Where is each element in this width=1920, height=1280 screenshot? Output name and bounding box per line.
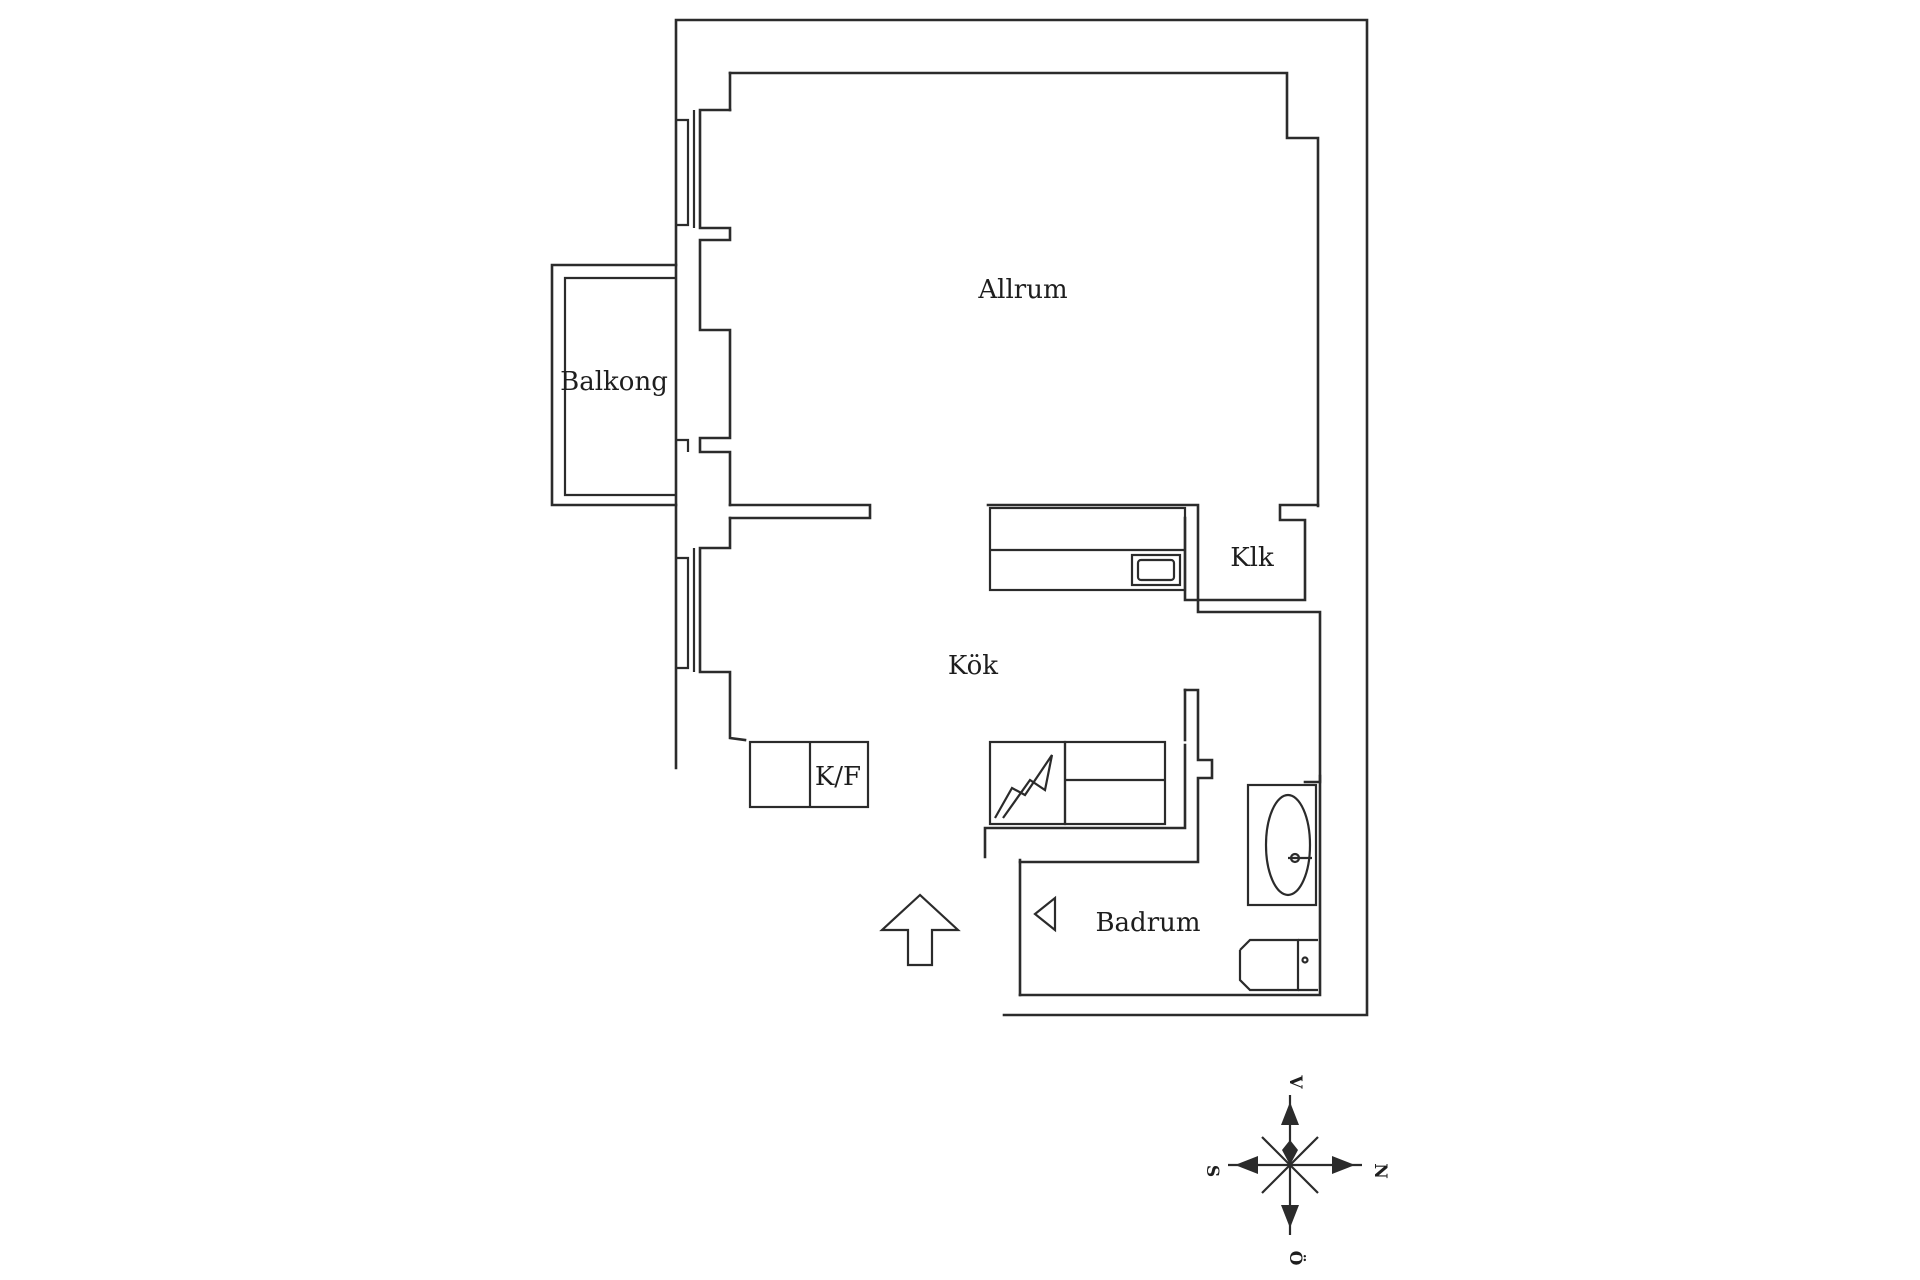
compass-south: S [1202, 1165, 1222, 1177]
bathroom-sink [1246, 783, 1318, 907]
room-label-allrum: Allrum [977, 275, 1067, 305]
compass-north: N [1370, 1163, 1390, 1179]
west-wall [676, 108, 747, 742]
compass-rose-icon [1228, 1095, 1362, 1235]
room-label-klk: Klk [1230, 543, 1274, 573]
balcony [550, 263, 678, 507]
stove-counter [988, 740, 1167, 826]
room-label-balkong: Balkong [560, 367, 668, 397]
room-label-kf: K/F [815, 762, 861, 792]
entrance-arrow-icon [879, 893, 961, 967]
compass-west: V [1285, 1074, 1305, 1089]
room-label-badrum: Badrum [1095, 908, 1200, 938]
bathroom-door-marker [1033, 895, 1057, 933]
kitchen-counter-top [988, 506, 1187, 592]
compass-east: Ö [1285, 1251, 1306, 1266]
fridge-freezer [748, 740, 870, 809]
interior-walls [728, 503, 1322, 864]
bathroom-toilet [1238, 938, 1318, 992]
room-label-kok: Kök [948, 651, 998, 681]
outer-walls [674, 18, 1369, 1017]
